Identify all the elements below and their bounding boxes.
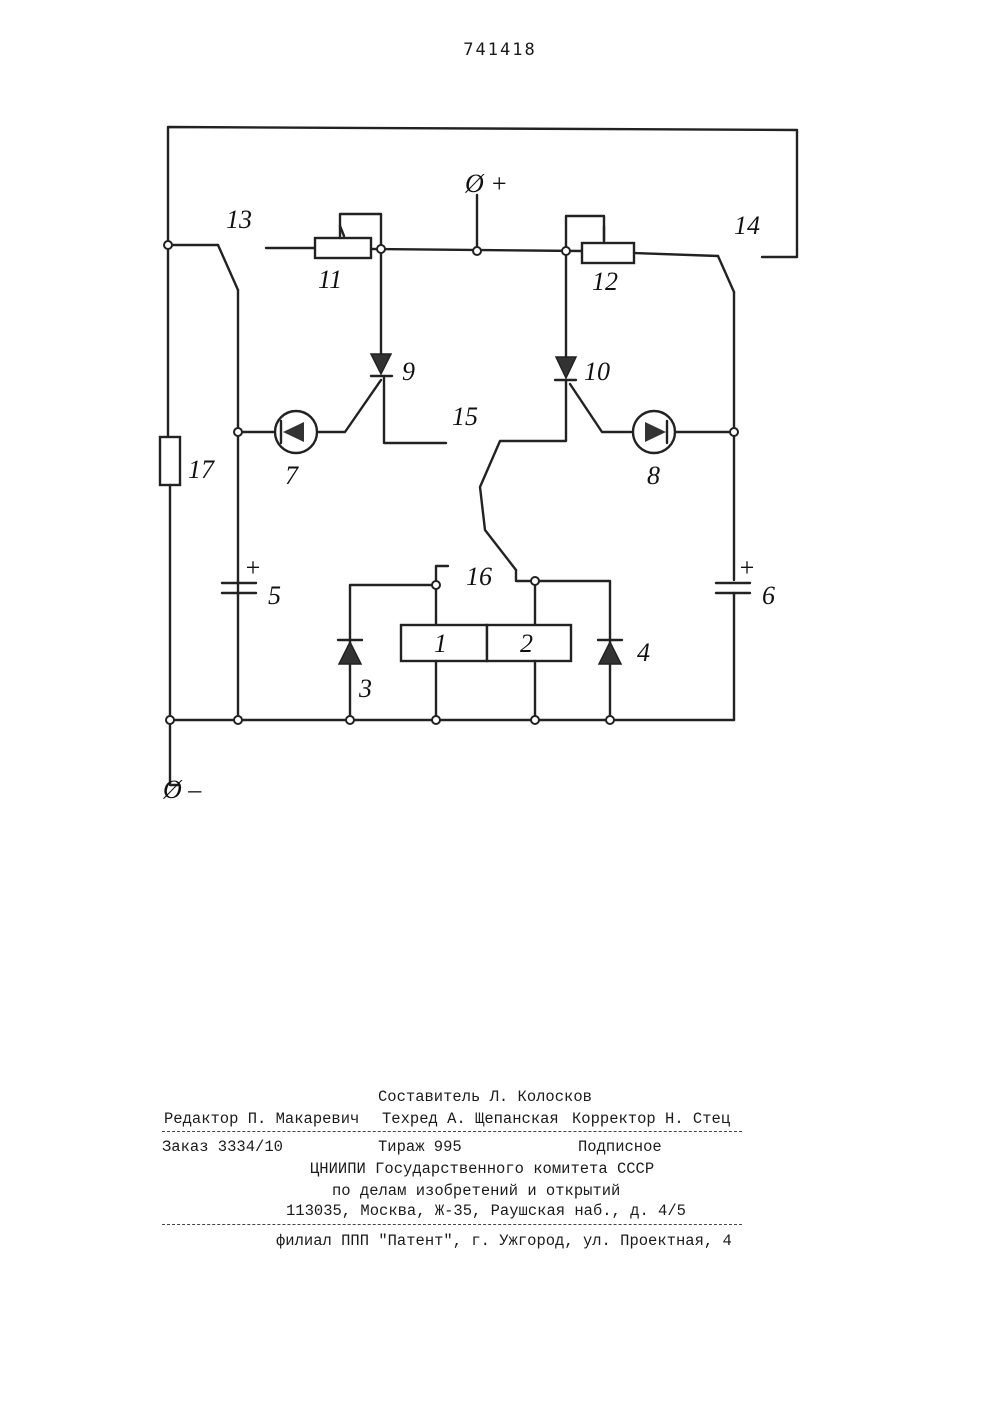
label-10: 10: [584, 357, 610, 386]
divider-bottom: [162, 1224, 742, 1225]
label-9: 9: [402, 357, 415, 386]
org-line-2: по делам изобретений и открытий: [332, 1182, 620, 1200]
editor-line: Редактор П. Макаревич: [164, 1110, 359, 1128]
circulation: Тираж 995: [378, 1138, 462, 1156]
plus-c5: +: [244, 553, 262, 582]
corrector-line: Корректор Н. Стец: [572, 1110, 730, 1128]
label-5: 5: [268, 581, 281, 610]
potentiometer-12: [582, 243, 634, 263]
circuit-diagram: Ø + Ø – 13 14 11 12 9 10 15 7 8 17 16 5 …: [0, 0, 1000, 820]
resistor-17: [160, 437, 180, 485]
label-13: 13: [226, 205, 252, 234]
plus-c6: +: [738, 553, 756, 582]
branch-line: филиал ППП "Патент", г. Ужгород, ул. Про…: [276, 1232, 732, 1250]
divider-top: [162, 1131, 742, 1132]
label-2: 2: [520, 629, 533, 658]
thyristor-10: [556, 357, 576, 378]
label-15: 15: [452, 402, 478, 431]
label-8: 8: [647, 461, 660, 490]
terminal-plus: Ø +: [464, 169, 508, 198]
diode-4: [599, 642, 621, 664]
label-1: 1: [434, 629, 447, 658]
order-number: Заказ 3334/10: [162, 1138, 283, 1156]
label-14: 14: [734, 211, 760, 240]
compiler-line: Составитель Л. Колосков: [378, 1088, 592, 1106]
subscription: Подписное: [578, 1138, 662, 1156]
address-line: 113035, Москва, Ж-35, Раушская наб., д. …: [286, 1202, 686, 1220]
diode-3: [339, 642, 361, 664]
label-6: 6: [762, 581, 775, 610]
potentiometer-11: [315, 238, 371, 258]
techred-line: Техред А. Щепанская: [382, 1110, 559, 1128]
terminal-minus: Ø –: [162, 775, 202, 804]
switch-13: [218, 245, 238, 290]
label-17: 17: [188, 455, 215, 484]
label-4: 4: [637, 638, 650, 667]
label-16: 16: [466, 562, 492, 591]
switch-14: [718, 256, 734, 292]
label-3: 3: [358, 674, 372, 703]
label-7: 7: [285, 461, 299, 490]
label-12: 12: [592, 267, 618, 296]
label-11: 11: [318, 265, 342, 294]
thyristor-9: [371, 354, 391, 374]
org-line-1: ЦНИИПИ Государственного комитета СССР: [310, 1160, 654, 1178]
